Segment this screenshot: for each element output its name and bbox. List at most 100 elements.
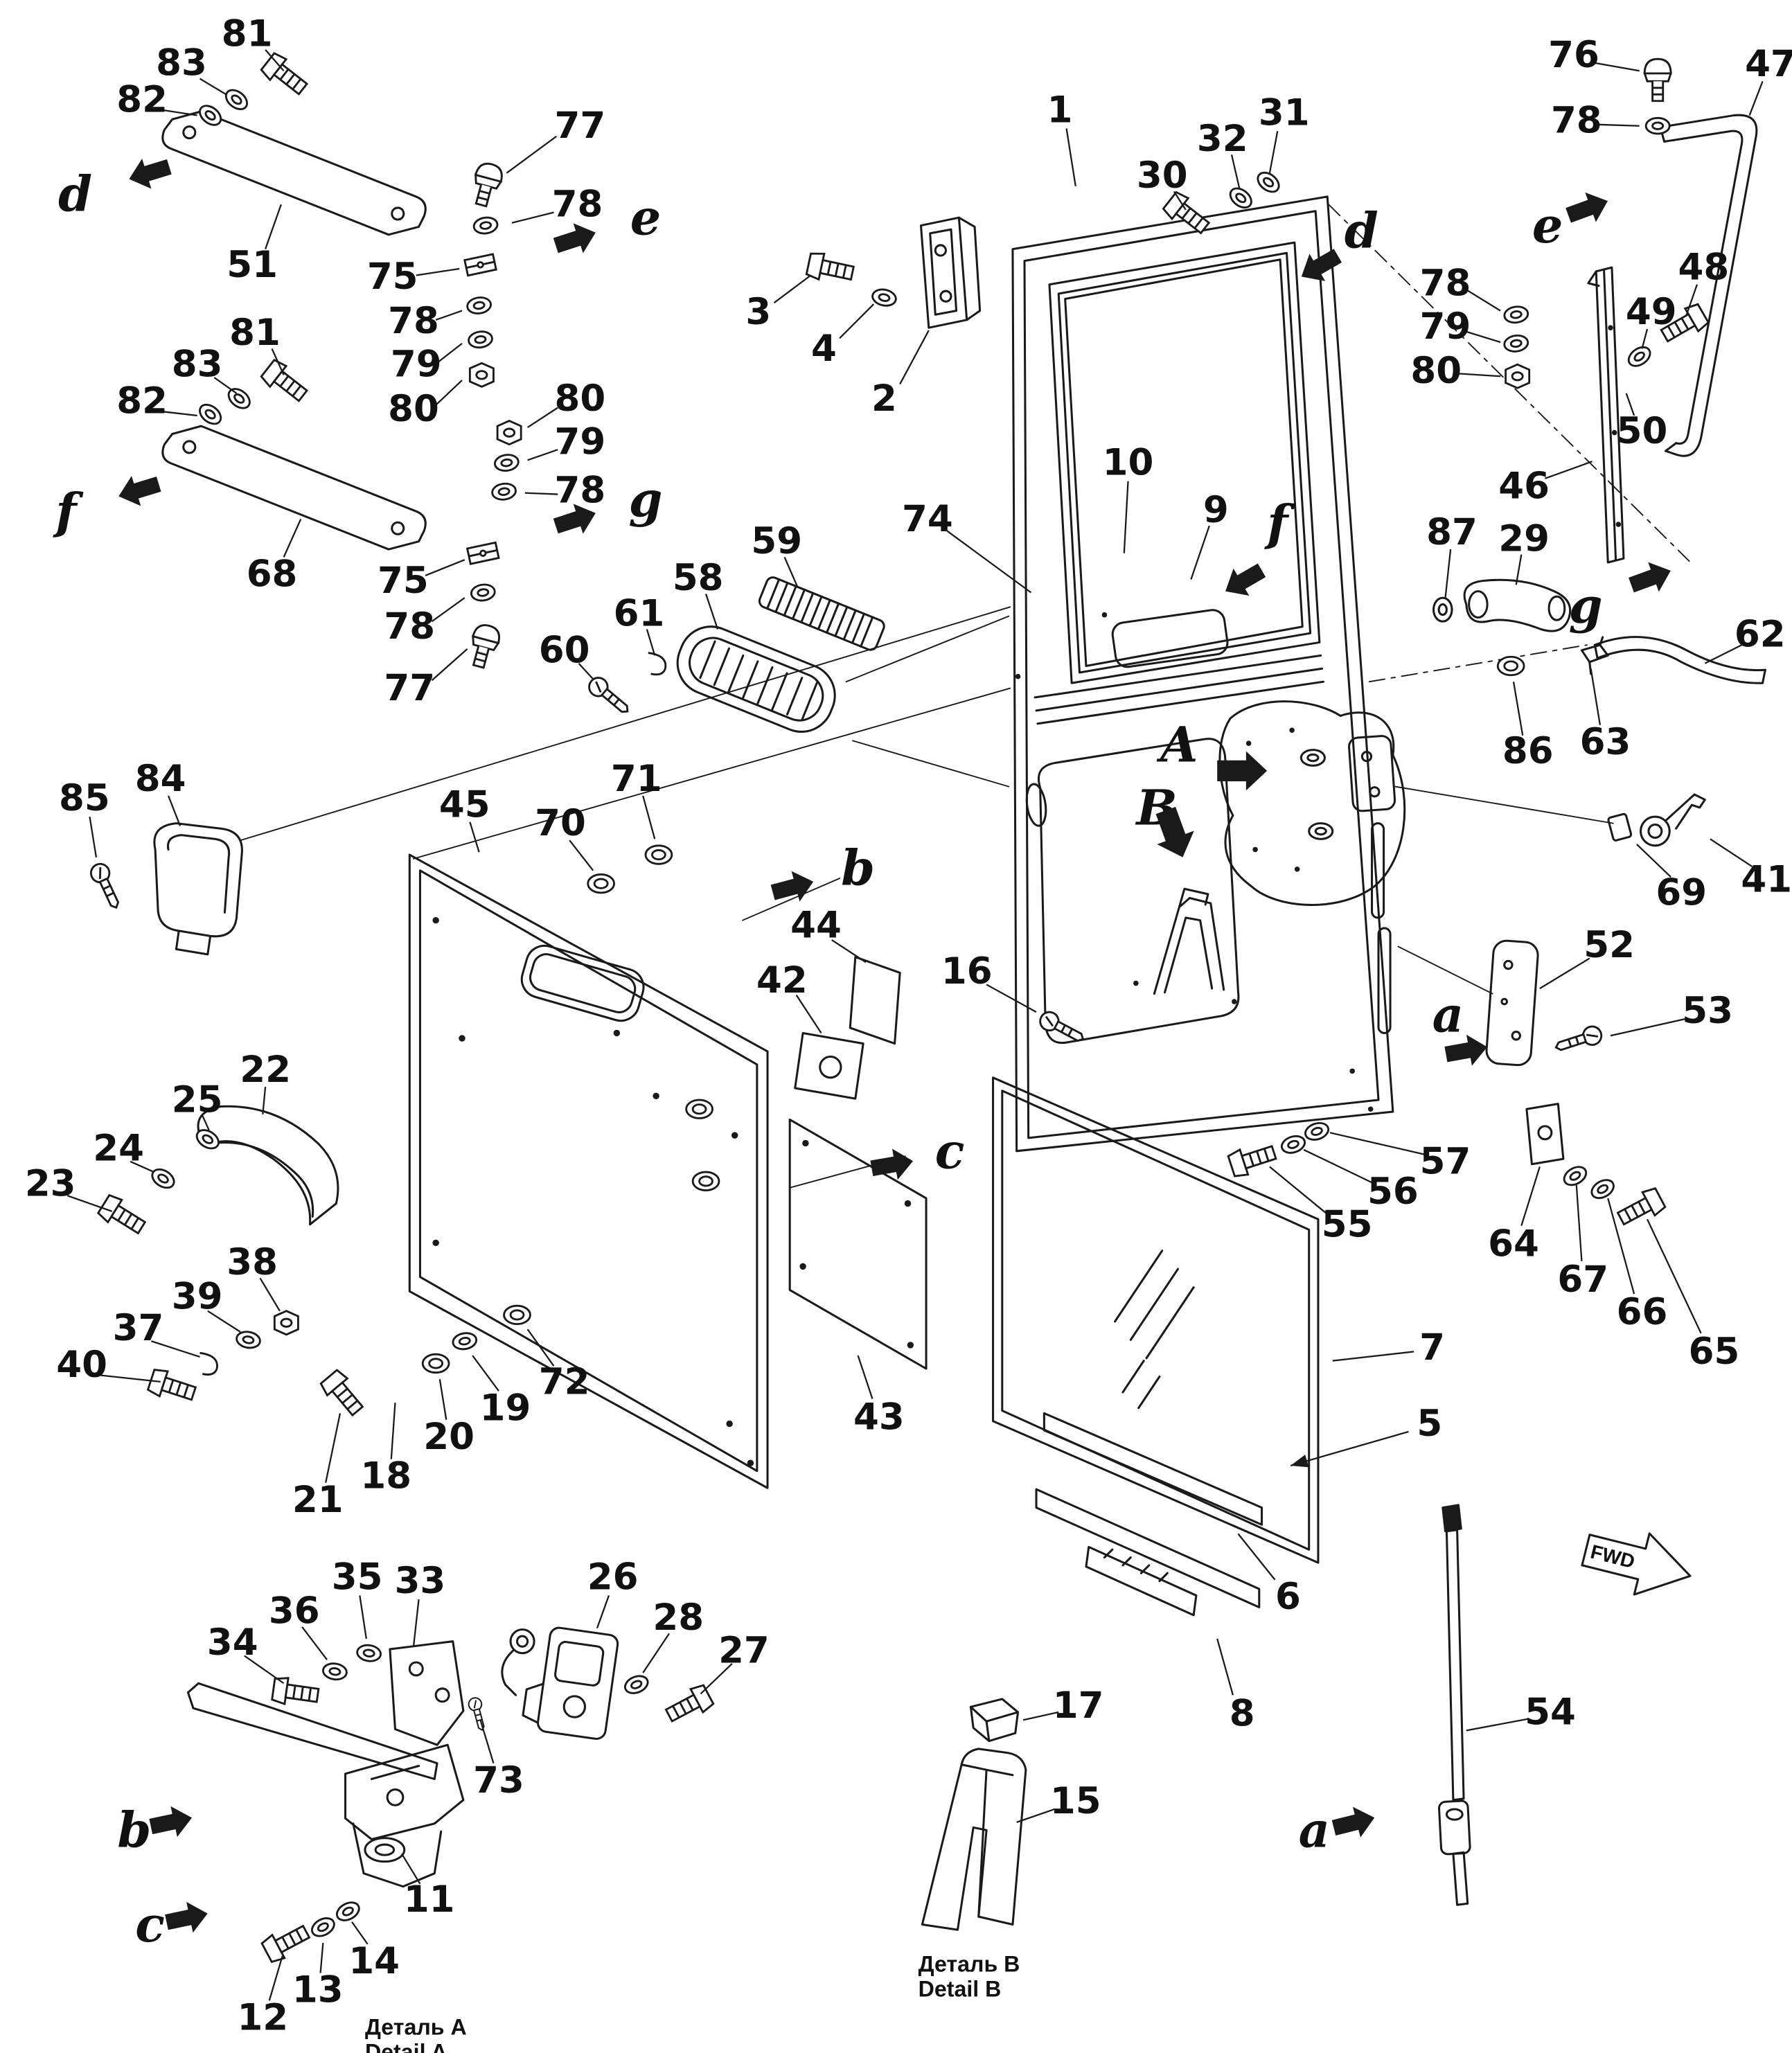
leader-line-48 [1685, 284, 1698, 315]
view-label-b: b [841, 839, 875, 896]
leader-line-78 [435, 310, 463, 321]
leader-line-25 [202, 1115, 210, 1130]
leader-line-74 [946, 530, 1032, 594]
leader-line-4 [839, 303, 875, 339]
view-label-b: b [117, 1802, 151, 1859]
callout-38: 38 [227, 1241, 278, 1283]
leader-line-2 [899, 330, 930, 385]
view-arrow-a [1329, 1802, 1378, 1843]
callout-79: 79 [1420, 305, 1471, 348]
callout-80: 80 [1410, 350, 1462, 392]
leader-line-78 [511, 211, 554, 224]
leader-line-79 [1466, 330, 1501, 344]
view-arrow-c [163, 1898, 211, 1938]
leader-line-72 [526, 1328, 555, 1367]
callout-70: 70 [535, 802, 586, 844]
callout-58: 58 [673, 557, 724, 599]
callout-12: 12 [237, 1996, 288, 2038]
view-label-g: g [629, 471, 663, 528]
leader-line-46 [1545, 461, 1593, 479]
leader-line-67 [1575, 1184, 1583, 1261]
leader-line-81 [271, 348, 285, 375]
callout-32: 32 [1197, 118, 1248, 160]
leader-line-75 [425, 559, 465, 576]
caption-detail-b-ru: Деталь B [919, 1952, 1020, 1977]
leader-line-6 [1237, 1533, 1276, 1581]
leader-line-8 [1216, 1638, 1234, 1696]
leader-line-82 [163, 411, 197, 417]
leader-line-18 [390, 1403, 396, 1459]
leader-line-49 [1641, 328, 1649, 349]
callout-57: 57 [1420, 1140, 1471, 1182]
callout-66: 66 [1617, 1291, 1668, 1333]
callout-23: 23 [25, 1163, 76, 1205]
leader-line-37 [151, 1340, 200, 1358]
callout-78: 78 [384, 605, 435, 648]
leader-line-62 [1704, 644, 1742, 664]
callout-71: 71 [611, 758, 662, 800]
view-label-d: d [1345, 202, 1378, 260]
callout-17: 17 [1053, 1685, 1104, 1727]
caption-detail-a-en: Detail A [365, 2039, 447, 2053]
callout-77: 77 [384, 667, 435, 709]
view-arrow-f [1217, 556, 1270, 605]
callout-64: 64 [1488, 1223, 1539, 1265]
callout-69: 69 [1656, 871, 1707, 914]
callout-62: 62 [1735, 614, 1786, 656]
callout-77: 77 [554, 105, 605, 147]
view-label-e: e [1532, 197, 1563, 254]
callout-78: 78 [388, 300, 439, 342]
right-side-parts-artwork [1432, 114, 1766, 1166]
fwd-sign: FWD [1581, 1532, 1692, 1596]
wedge-block-artwork [921, 1698, 1027, 1931]
callout-63: 63 [1580, 721, 1631, 763]
leader-line-3 [773, 274, 812, 304]
callout-2: 2 [871, 377, 897, 420]
leader-line-75 [416, 267, 460, 276]
callout-27: 27 [718, 1629, 770, 1671]
leader-lines [66, 49, 1764, 2001]
callout-34: 34 [207, 1621, 258, 1664]
leader-line-70 [569, 839, 594, 871]
view-label-f: f [1263, 495, 1295, 552]
leader-line-16 [986, 984, 1037, 1013]
callout-5: 5 [1417, 1403, 1442, 1445]
leader-line-20 [438, 1378, 447, 1420]
leader-line-76 [1595, 62, 1640, 72]
leader-line-28 [642, 1633, 671, 1673]
leader-line-66 [1607, 1198, 1635, 1295]
callout-61: 61 [614, 592, 665, 634]
leader-line-58 [704, 594, 719, 630]
callout-39: 39 [172, 1275, 223, 1317]
callout-79: 79 [391, 344, 442, 386]
leader-line-1 [1065, 128, 1076, 186]
leader-line-22 [262, 1086, 267, 1114]
leader-line-78 [524, 492, 558, 495]
leader-line-38 [259, 1277, 281, 1312]
view-arrow-b [768, 866, 818, 908]
callout-87: 87 [1426, 511, 1478, 553]
leader-line-19 [472, 1355, 499, 1392]
leader-line-83 [213, 377, 238, 394]
callout-49: 49 [1626, 291, 1677, 333]
callout-86: 86 [1502, 730, 1554, 772]
captions: Деталь A Detail A Деталь B Detail B [365, 1952, 1020, 2053]
leader-arrowhead [1290, 1455, 1309, 1468]
leader-line-87 [1444, 549, 1452, 598]
leader-line-80 [527, 407, 558, 428]
view-arrow-f [114, 469, 163, 512]
callout-43: 43 [853, 1396, 905, 1439]
leader-line-71 [642, 795, 656, 839]
callout-47: 47 [1745, 43, 1792, 85]
callout-4: 4 [811, 328, 837, 370]
leader-line-11 [400, 1853, 421, 1885]
leader-line-60 [578, 662, 594, 680]
leader-line-56 [1303, 1148, 1375, 1185]
callout-81: 81 [222, 13, 273, 55]
leader-line-9 [1190, 525, 1210, 580]
leader-line-65 [1647, 1218, 1702, 1334]
callout-55: 55 [1322, 1203, 1373, 1245]
armrest-handle-artwork [153, 822, 339, 1226]
view-label-f: f [52, 483, 84, 540]
